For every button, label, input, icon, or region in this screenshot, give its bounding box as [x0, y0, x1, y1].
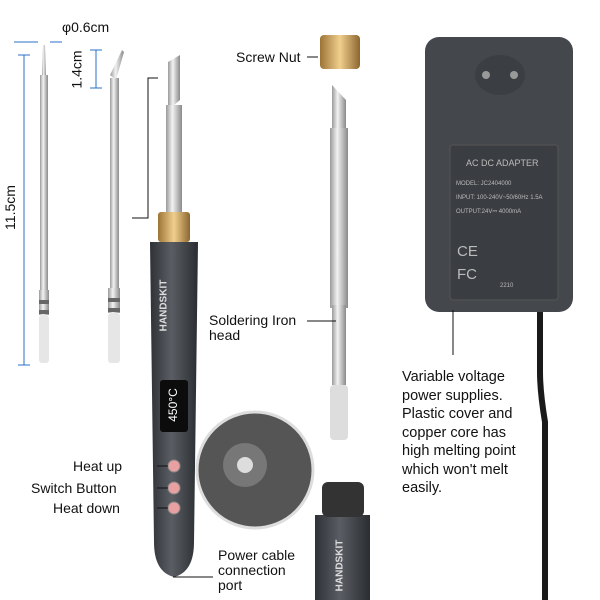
- leader-lines: [132, 56, 454, 578]
- soldering-iron-head: [330, 85, 348, 440]
- soldering-head-label-1: Soldering Iron: [209, 312, 297, 328]
- iron-brand-logo: HANDSKIT: [158, 279, 170, 332]
- ac-adapter: [425, 37, 573, 600]
- tip-length-label: 11.5cm: [1, 185, 18, 230]
- switch-button-label: Switch Button: [31, 480, 117, 496]
- fc-mark: FC: [457, 266, 477, 283]
- power-port-label-2: connection: [218, 562, 286, 578]
- tip-bend-length-label: 1.4cm: [68, 50, 85, 89]
- adapter-model: MODEL: JC2404000: [456, 181, 512, 187]
- adapter-title: AC DC ADAPTER: [466, 158, 539, 168]
- iron-closeup: [315, 515, 370, 600]
- soldering-iron: [150, 55, 198, 577]
- bent-tip: [108, 50, 124, 363]
- heat-down-label: Heat down: [53, 500, 120, 516]
- power-port-label-1: Power cable: [218, 547, 296, 563]
- adapter-code: 2210: [500, 283, 514, 289]
- screw-nut-label: Screw Nut: [236, 49, 301, 65]
- power-cable: [537, 312, 548, 600]
- temperature-display: 450°C: [165, 388, 180, 422]
- power-port-label-3: port: [218, 577, 243, 593]
- soldering-head-label-2: head: [209, 327, 241, 343]
- adapter-description: Variable voltage power supplies. Plastic…: [402, 369, 516, 496]
- closeup-brand-logo: HANDSKIT: [334, 539, 346, 592]
- adapter-output: OUTPUT:24V⎓ 4000mA: [456, 209, 522, 215]
- straight-tip: [39, 45, 49, 363]
- dimension-lines: [14, 41, 102, 366]
- adapter-input: INPUT: 100-240V~50/60Hz 1.5A: [456, 195, 543, 201]
- heat-up-label: Heat up: [73, 458, 123, 474]
- tip-diameter-label: φ0.6cm: [62, 19, 110, 35]
- ce-mark: CE: [457, 243, 478, 260]
- screw-nut: [320, 35, 360, 69]
